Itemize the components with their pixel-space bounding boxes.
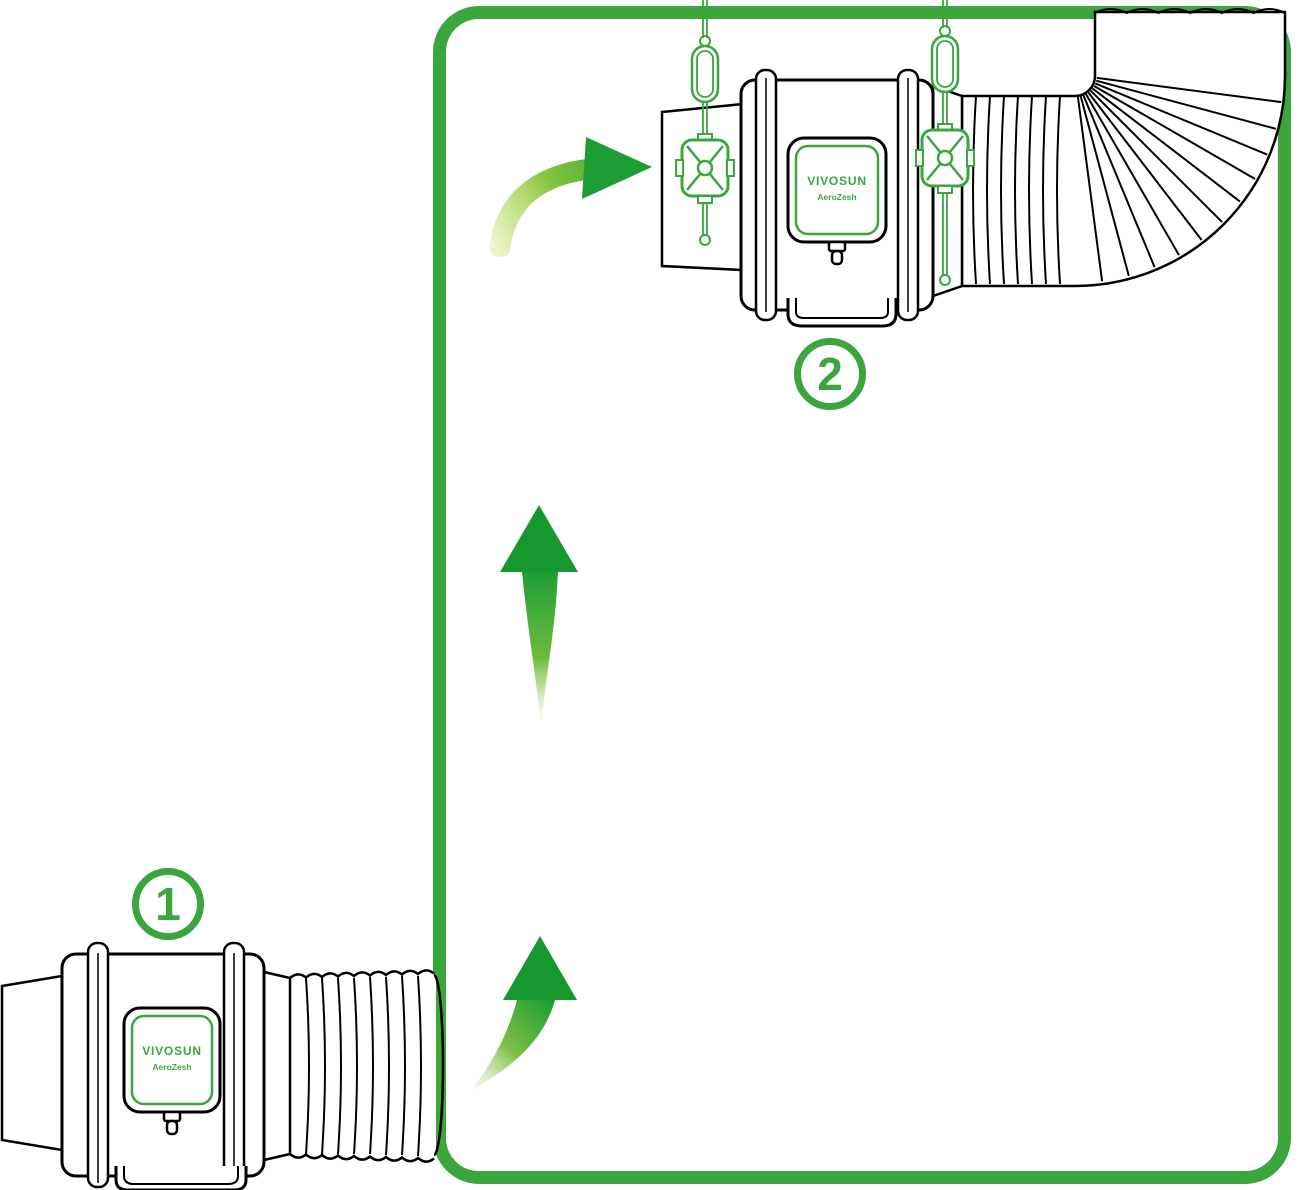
- cable-gland-tip: [830, 249, 844, 266]
- rope-hook-icon: [699, 234, 711, 246]
- base-bracket: [786, 298, 898, 328]
- cable-gland: [162, 1110, 182, 1123]
- arrow-head: [582, 137, 652, 199]
- step-1-number: 1: [155, 878, 181, 930]
- brand-text: VIVOSUN: [807, 174, 867, 188]
- controller-face: [130, 1014, 214, 1106]
- arrow-body: [489, 158, 601, 257]
- rope-hook-icon: [939, 274, 951, 286]
- brand-text: VIVOSUN: [142, 1044, 202, 1058]
- rope-ratchet-hanger-left: [674, 0, 736, 246]
- up-arrow-curved-icon: [471, 936, 577, 1090]
- base-bracket-inner: [795, 298, 889, 319]
- up-arrow-icon: [500, 505, 578, 724]
- floor-fan-illustration: VIVOSUN AeroZesh: [0, 941, 445, 1190]
- curved-arrow-icon: [489, 137, 652, 257]
- arrow-body: [471, 1000, 555, 1090]
- base-bracket-inner: [123, 1166, 239, 1185]
- duct-end-cap: [433, 973, 445, 1157]
- hung-fan-illustration: VIVOSUN AeroZesh: [660, 0, 1287, 328]
- model-text: AeroZesh: [817, 192, 856, 202]
- duct-outline: [960, 10, 1287, 288]
- flex-duct-bend: [960, 8, 1287, 288]
- flex-duct-straight: [289, 969, 445, 1163]
- cable-gland: [827, 240, 847, 253]
- rope-ratchet-hanger-right: [914, 0, 976, 286]
- controller-box: VIVOSUN AeroZesh: [122, 1006, 222, 1136]
- base-bracket: [114, 1166, 248, 1190]
- step-2-number: 2: [817, 348, 843, 400]
- arrow-head: [500, 505, 578, 572]
- controller-box: VIVOSUN AeroZesh: [786, 136, 888, 266]
- right-duct-collar: [262, 970, 292, 1162]
- duct-corrugation-lines: [305, 975, 422, 1157]
- cable-gland-tip: [165, 1119, 179, 1136]
- duct-corrugation-lines: [972, 8, 1286, 285]
- duct-top-edge: [289, 969, 435, 980]
- step-2-badge: 2: [794, 338, 866, 410]
- step-1-badge: 1: [132, 868, 204, 940]
- model-text: AeroZesh: [152, 1062, 191, 1072]
- duct-bottom-edge: [289, 1152, 435, 1163]
- arrow-head: [503, 936, 577, 1000]
- left-duct-collar: [0, 974, 64, 1152]
- controller-face: [794, 144, 880, 236]
- highlight-frame: [433, 6, 1291, 1184]
- arrow-body: [522, 572, 558, 724]
- duct-fill: [290, 974, 436, 1156]
